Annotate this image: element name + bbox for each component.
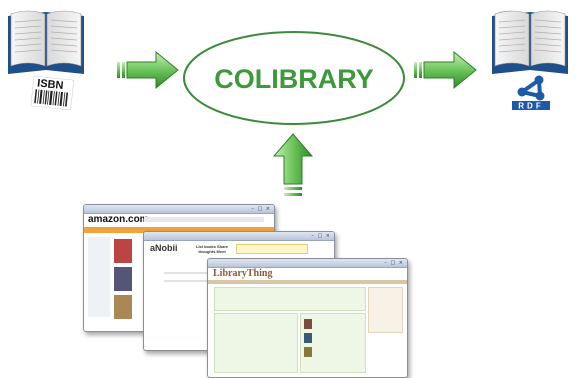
rdf-label: RDF — [518, 102, 543, 111]
amazon-window-chrome: – □ × — [84, 205, 274, 214]
anobii-logo: aNobii — [150, 243, 178, 253]
anobii-window-chrome: – □ × — [144, 232, 334, 241]
rdf-logo-icon: RDF — [512, 74, 550, 111]
arrow-sources-to-colibrary — [272, 133, 314, 196]
isbn-barcode-icon: ISBN — [30, 75, 75, 111]
window-controls-icon: – □ × — [251, 206, 271, 212]
amazon-logo: amazon.com — [88, 214, 149, 225]
colibrary-title: COLIBRARY — [214, 64, 374, 94]
librarything-logo: LibraryThing — [213, 268, 273, 279]
window-controls-icon: – □ × — [384, 260, 404, 266]
output-book-icon — [492, 10, 568, 74]
window-controls-icon: – □ × — [311, 233, 331, 239]
librarything-screenshot: – □ × LibraryThing — [207, 258, 408, 378]
librarything-window-chrome: – □ × — [208, 259, 407, 268]
arrow-colibrary-to-output — [414, 50, 477, 90]
arrow-input-to-colibrary — [117, 50, 179, 90]
colibrary-node: COLIBRARY — [183, 31, 405, 125]
input-book-icon — [8, 10, 84, 74]
anobii-tagline: List books Share thoughts Meet — [195, 244, 229, 254]
isbn-label: ISBN — [37, 77, 64, 92]
